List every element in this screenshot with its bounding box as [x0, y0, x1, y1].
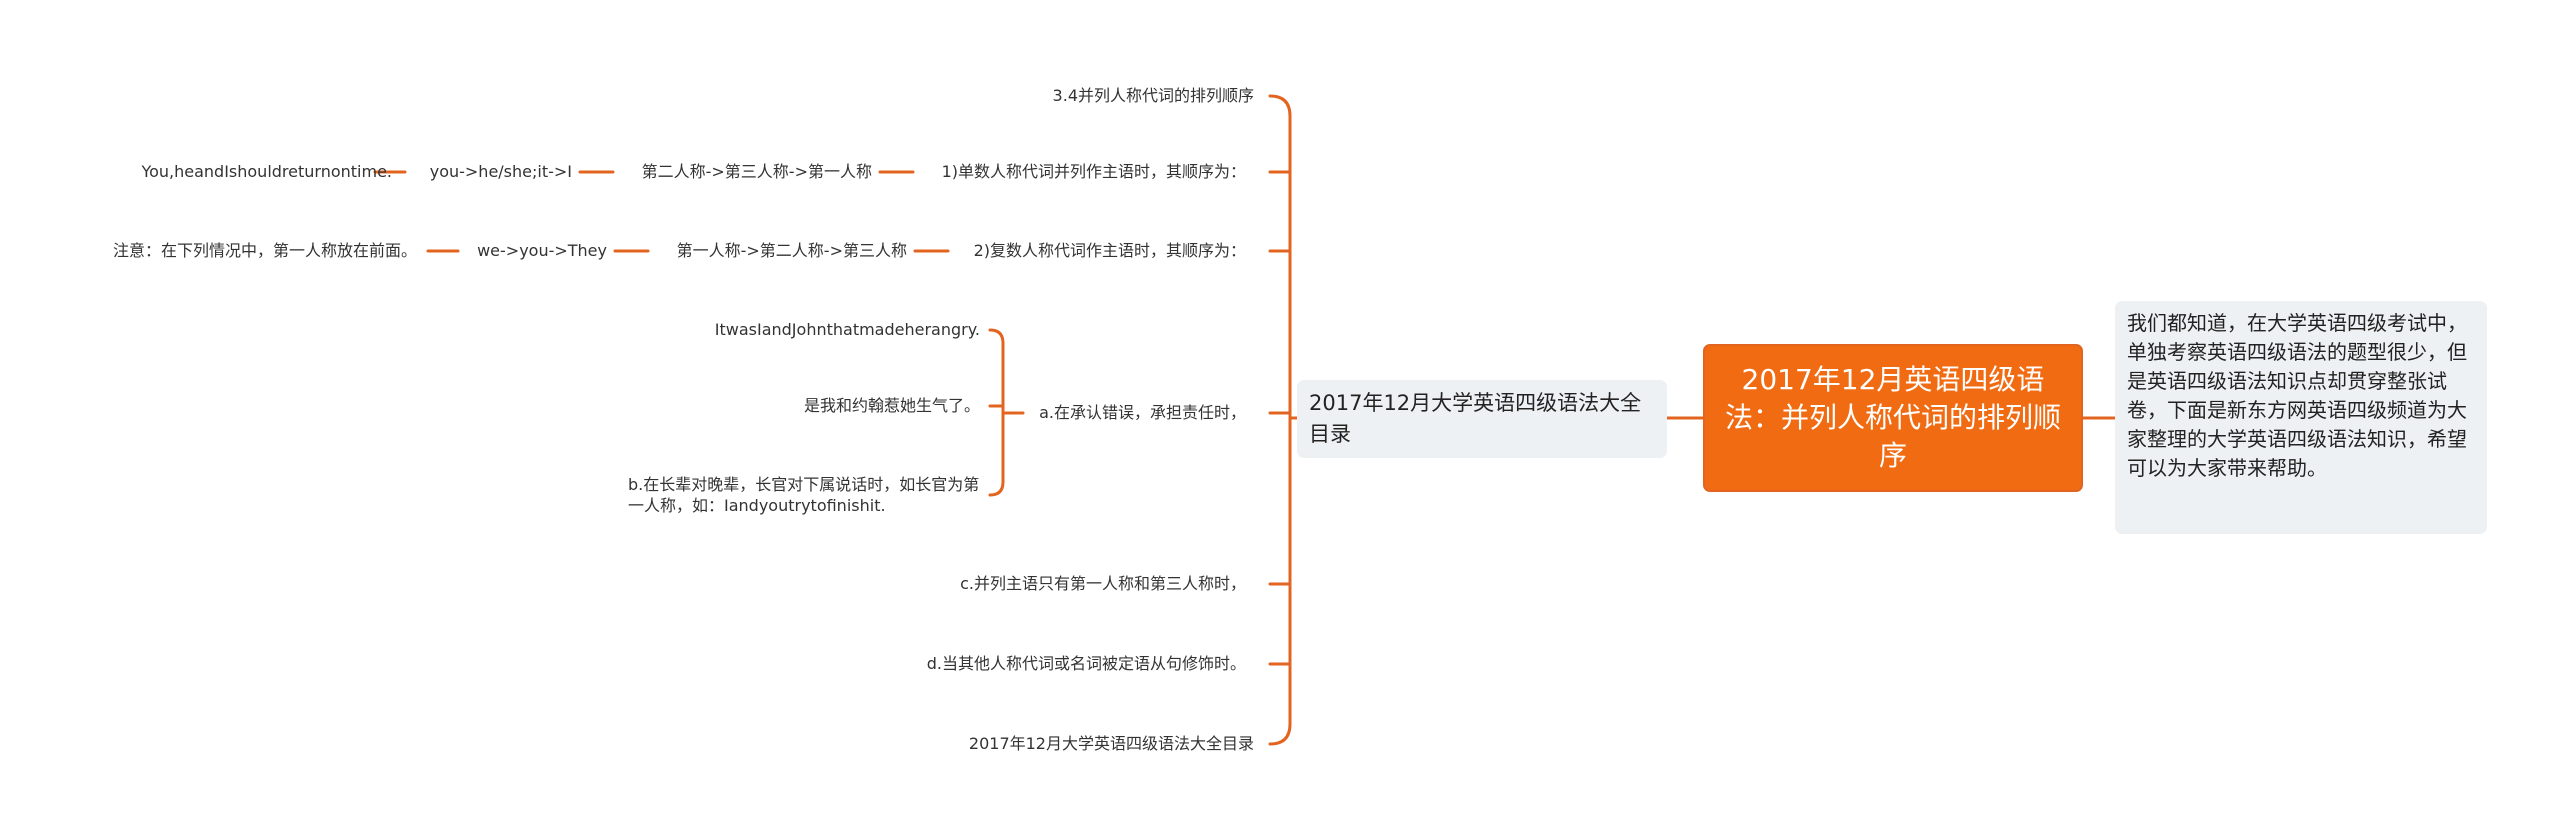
branch-catalog[interactable]: 2017年12月大学英语四级语法大全目录 [1297, 380, 1667, 458]
leaf-plural-note[interactable]: 注意：在下列情况中，第一人称放在前面。 [112, 241, 417, 260]
leaf-case-b[interactable]: b.在长辈对晚辈，长官对下属说话时，如长官为第一人称，如：Iandyoutryt… [628, 475, 980, 515]
leaf-case-c[interactable]: c.并列主语只有第一人称和第三人称时， [960, 574, 1246, 593]
leaf-case-a-en[interactable]: ItwasIandJohnthatmadeherangry. [714, 320, 980, 339]
intro-text: 我们都知道，在大学英语四级考试中，单独考察英语四级语法的题型很少，但是英语四级语… [2127, 311, 2467, 480]
root-topic[interactable]: 2017年12月英语四级语法：并列人称代词的排列顺序 [1703, 344, 2083, 492]
branch-label: 2017年12月大学英语四级语法大全目录 [1309, 391, 1642, 446]
leaf-case-a-cn[interactable]: 是我和约翰惹她生气了。 [803, 396, 980, 415]
leaf-singular-example[interactable]: you->he/she;it->I [429, 162, 572, 181]
leaf-catalog[interactable]: 2017年12月大学英语四级语法大全目录 [968, 734, 1254, 753]
bracket-main [1268, 94, 1292, 746]
leaf-singular[interactable]: 1)单数人称代词并列作主语时，其顺序为： [941, 162, 1246, 181]
intro-note[interactable]: 我们都知道，在大学英语四级考试中，单独考察英语四级语法的题型很少，但是英语四级语… [2115, 301, 2487, 534]
leaf-singular-order[interactable]: 第二人称->第三人称->第一人称 [641, 162, 872, 181]
leaf-order-title[interactable]: 3.4并列人称代词的排列顺序 [1052, 86, 1254, 105]
root-title: 2017年12月英语四级语法：并列人称代词的排列顺序 [1724, 363, 2061, 472]
bracket-case-a [988, 328, 1005, 497]
leaf-case-d[interactable]: d.当其他人称代词或名词被定语从句修饰时。 [926, 654, 1246, 673]
leaf-plural[interactable]: 2)复数人称代词作主语时，其顺序为： [973, 241, 1246, 260]
leaf-case-a[interactable]: a.在承认错误，承担责任时， [1039, 403, 1246, 422]
leaf-singular-sentence[interactable]: You,heandIshouldreturnontime. [141, 162, 392, 181]
leaf-plural-example[interactable]: we->you->They [477, 241, 607, 260]
leaf-plural-order[interactable]: 第一人称->第二人称->第三人称 [676, 241, 907, 260]
